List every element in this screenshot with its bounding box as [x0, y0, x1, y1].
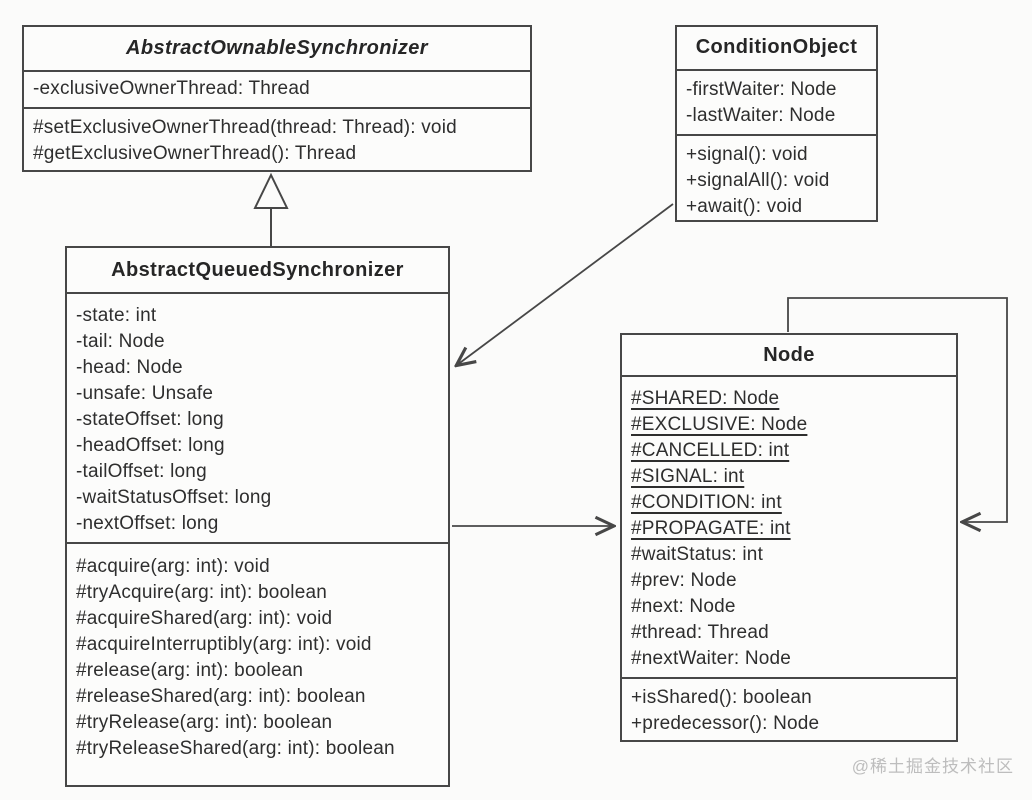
static-field: #SIGNAL: int — [631, 466, 745, 487]
static-field: #CANCELLED: int — [631, 440, 790, 461]
method: #setExclusiveOwnerThread(thread: Thread)… — [33, 117, 457, 138]
class-box-abstract-ownable-synchronizer: AbstractOwnableSynchronizer -exclusiveOw… — [22, 25, 532, 172]
field: -headOffset: long — [76, 435, 225, 456]
method: +predecessor(): Node — [631, 713, 820, 734]
field: -head: Node — [76, 357, 183, 378]
method: +await(): void — [686, 196, 803, 218]
methods-compartment: #setExclusiveOwnerThread(thread: Thread)… — [24, 107, 530, 170]
field: -firstWaiter: Node — [686, 78, 837, 100]
method: #acquireShared(arg: int): void — [76, 608, 333, 629]
field: -stateOffset: long — [76, 409, 224, 430]
fields-compartment: #SHARED: Node #EXCLUSIVE: Node #CANCELLE… — [622, 375, 956, 677]
method: #tryReleaseShared(arg: int): boolean — [76, 738, 395, 759]
static-field: #SHARED: Node — [631, 388, 780, 409]
method: #acquire(arg: int): void — [76, 556, 270, 577]
field: #waitStatus: int — [631, 544, 764, 565]
field: #next: Node — [631, 596, 736, 617]
class-title: Node — [763, 343, 815, 366]
self-association-arrow-node — [787, 297, 1008, 522]
fields-compartment: -firstWaiter: Node -lastWaiter: Node — [677, 68, 876, 134]
methods-compartment: +signal(): void +signalAll(): void +awai… — [677, 134, 876, 220]
field: -unsafe: Unsafe — [76, 383, 214, 404]
methods-compartment: +isShared(): boolean +predecessor(): Nod… — [622, 677, 956, 740]
class-title: AbstractQueuedSynchronizer — [111, 258, 404, 281]
method: #tryAcquire(arg: int): boolean — [76, 582, 328, 603]
class-box-node: Node #SHARED: Node #EXCLUSIVE: Node #CAN… — [620, 333, 958, 742]
association-arrow-condition-to-aqs — [457, 203, 674, 365]
field: -lastWaiter: Node — [686, 104, 836, 126]
method: +signal(): void — [686, 144, 808, 166]
field: -tailOffset: long — [76, 461, 207, 482]
method: +signalAll(): void — [686, 170, 830, 192]
static-field: #PROPAGATE: int — [631, 518, 791, 539]
class-title: AbstractOwnableSynchronizer — [126, 37, 428, 59]
field: #prev: Node — [631, 570, 737, 591]
static-field: #EXCLUSIVE: Node — [631, 414, 808, 435]
method: #tryRelease(arg: int): boolean — [76, 712, 333, 733]
field: -tail: Node — [76, 331, 165, 352]
method: #getExclusiveOwnerThread(): Thread — [33, 143, 357, 164]
field: -nextOffset: long — [76, 513, 219, 534]
fields-compartment: -exclusiveOwnerThread: Thread — [24, 70, 530, 107]
method: #acquireInterruptibly(arg: int): void — [76, 634, 372, 655]
generalization-arrow-aqs-to-aos — [253, 172, 289, 246]
field: -waitStatusOffset: long — [76, 487, 272, 508]
watermark-text: @稀土掘金技术社区 — [851, 757, 1014, 776]
static-field: #CONDITION: int — [631, 492, 782, 513]
field: #nextWaiter: Node — [631, 648, 792, 669]
class-box-abstract-queued-synchronizer: AbstractQueuedSynchronizer -state: int -… — [65, 246, 450, 787]
field: -state: int — [76, 305, 157, 326]
methods-compartment: #acquire(arg: int): void #tryAcquire(arg… — [67, 542, 448, 785]
method: #releaseShared(arg: int): boolean — [76, 686, 366, 707]
class-box-condition-object: ConditionObject -firstWaiter: Node -last… — [675, 25, 878, 222]
class-title: ConditionObject — [695, 36, 858, 59]
fields-compartment: -state: int -tail: Node -head: Node -uns… — [67, 292, 448, 542]
method: +isShared(): boolean — [631, 687, 812, 708]
field: #thread: Thread — [631, 622, 769, 643]
method: #release(arg: int): boolean — [76, 660, 304, 681]
field: -exclusiveOwnerThread: Thread — [33, 78, 310, 99]
